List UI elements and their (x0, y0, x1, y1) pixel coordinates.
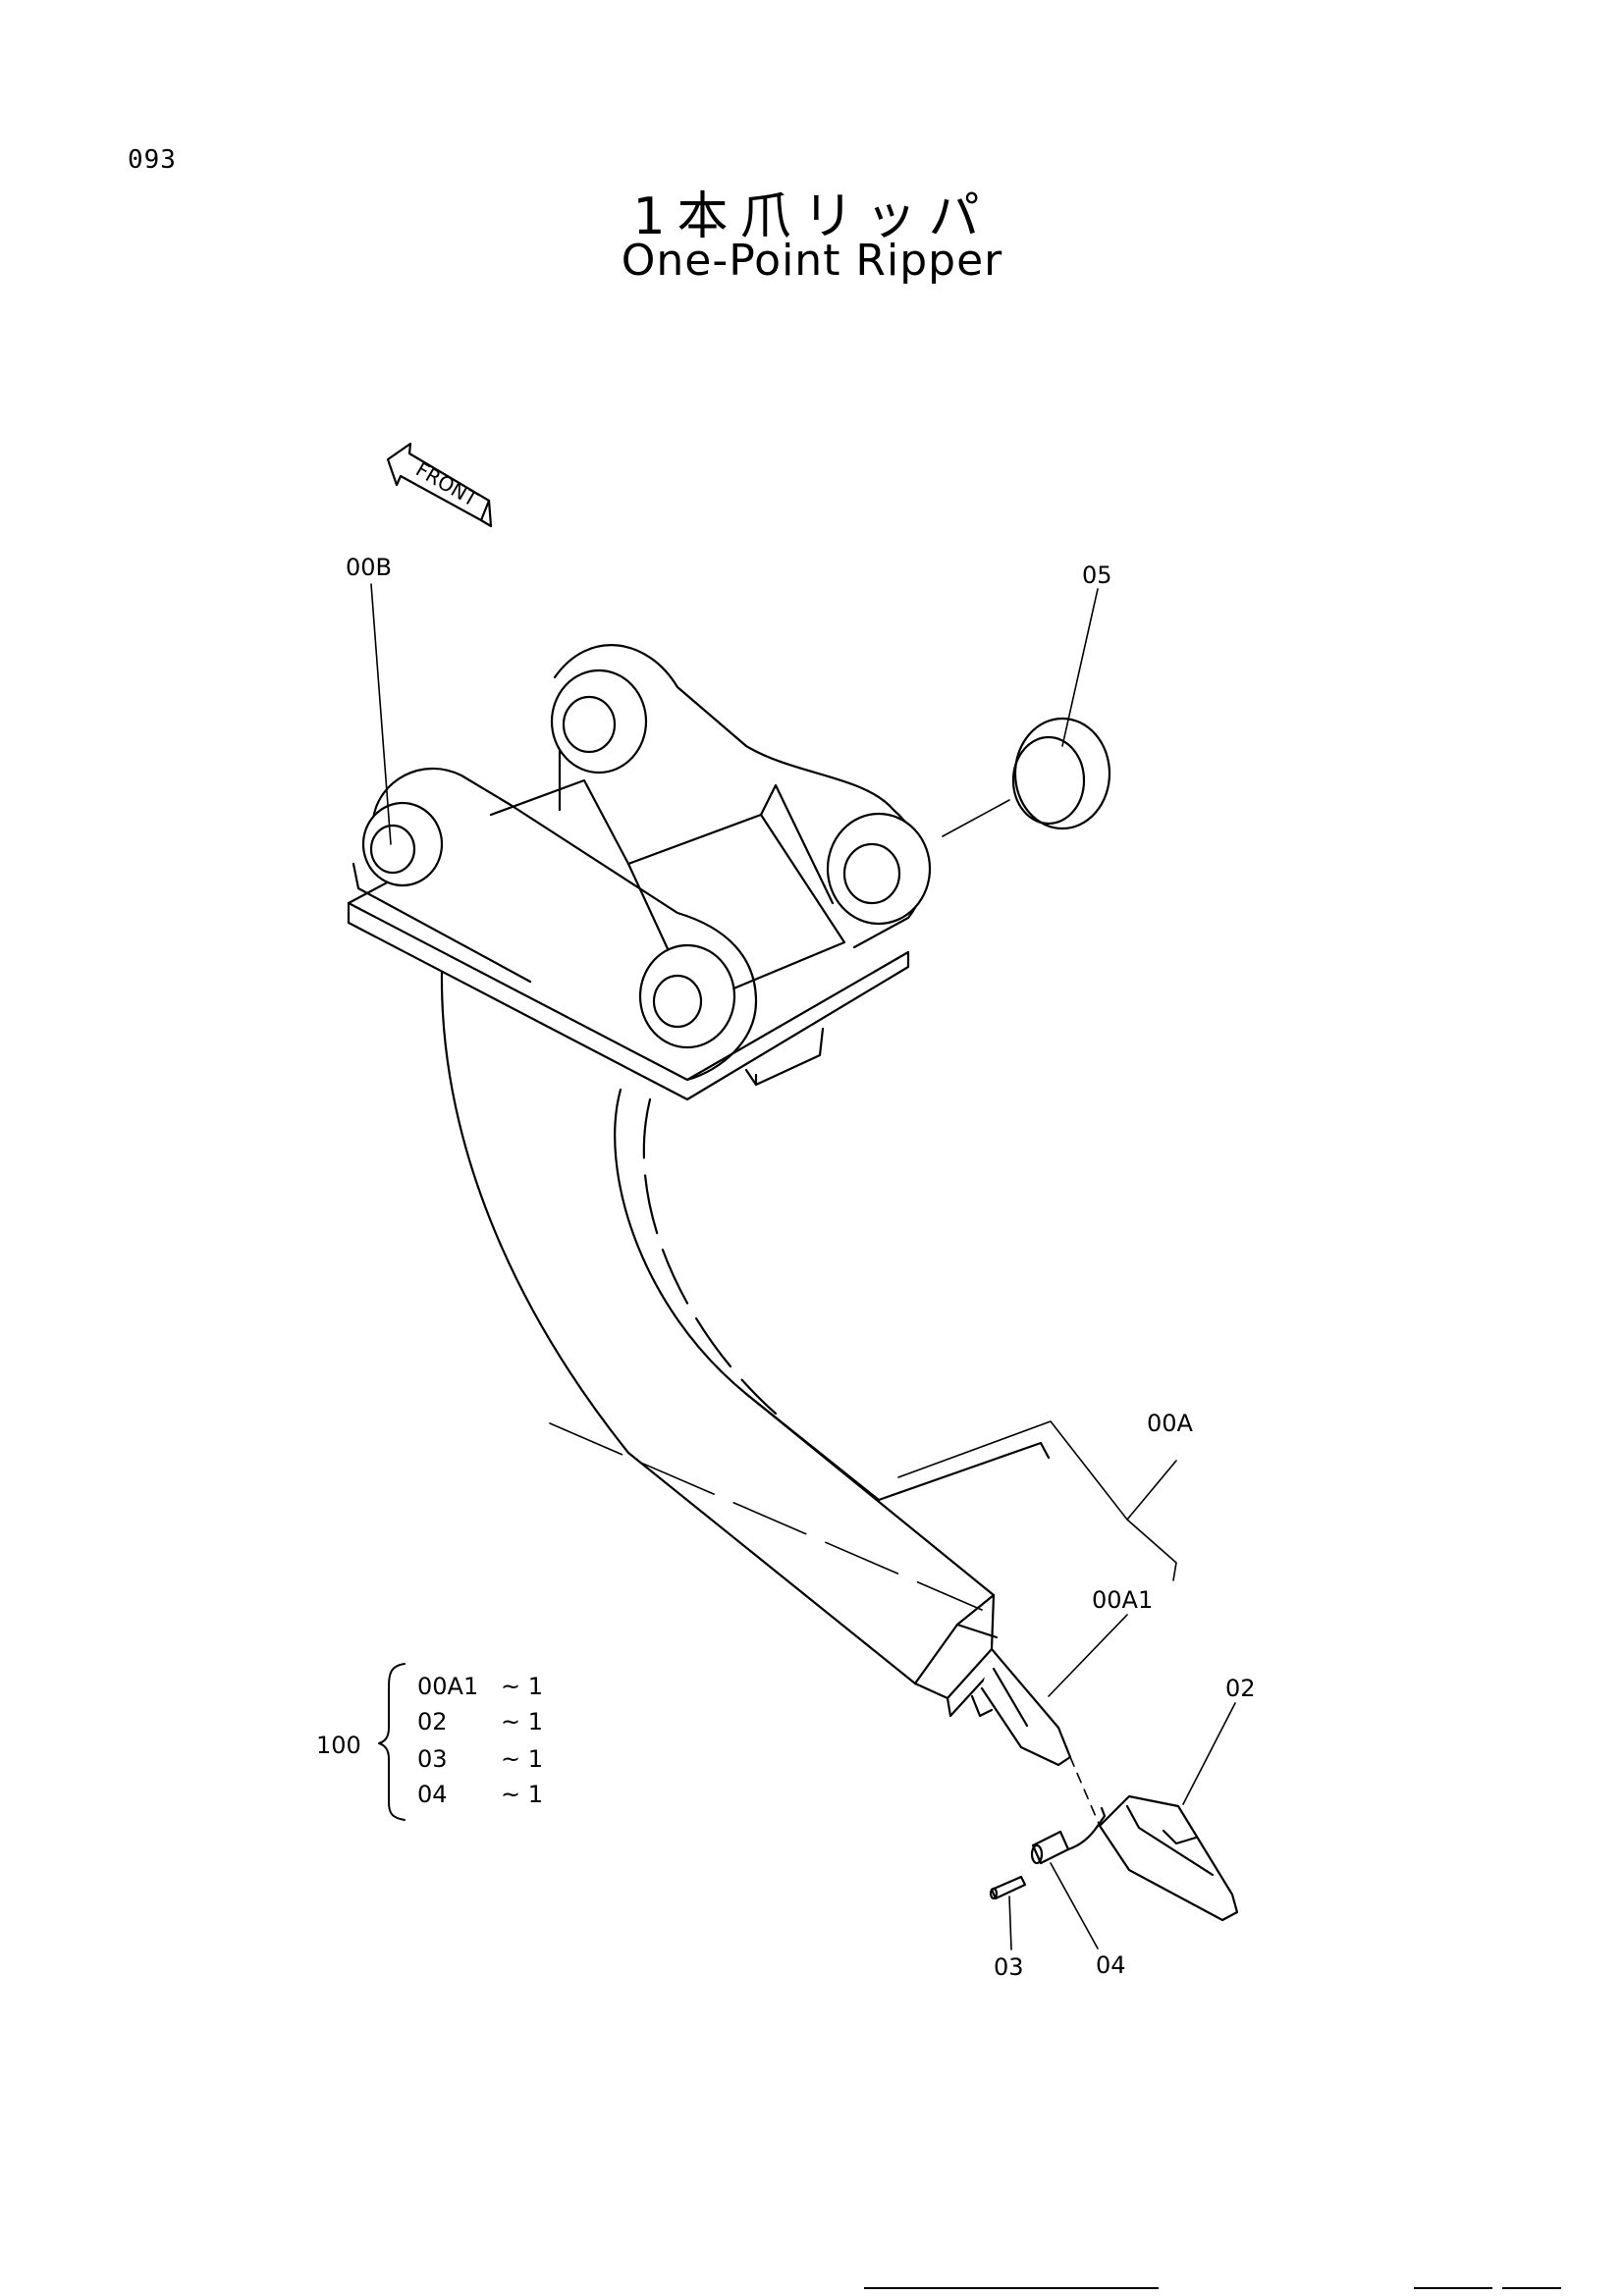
lock-pin-04 (1030, 1806, 1107, 1865)
assembly-row-qty: ~ 1 (501, 1745, 543, 1773)
assembly-row-part: 00A1 (417, 1673, 478, 1700)
front-arrow-icon: FRONT (386, 442, 493, 528)
assembly-number: 100 (316, 1732, 361, 1759)
footer-rule (1502, 2287, 1561, 2289)
assembly-group-100: 100 00A1 ~ 1 02 ~ 1 03 ~ 1 04 ~ 1 (316, 1663, 543, 1821)
assembly-row-part: 04 (417, 1781, 448, 1808)
pin-boss-front-right (638, 943, 736, 1049)
callout-02: 02 (1225, 1675, 1256, 1702)
assembly-row-qty: ~ 1 (501, 1781, 543, 1808)
assembly-row-qty: ~ 1 (501, 1708, 543, 1735)
pin-boss-front-left (361, 801, 444, 887)
footer-rule (1414, 2287, 1492, 2289)
pin-boss-rear-right (826, 812, 932, 926)
assembly-row-qty: ~ 1 (501, 1673, 543, 1700)
assembly-row-part: 03 (417, 1745, 448, 1773)
page-number: 093 (128, 145, 177, 175)
ripper-shank (440, 970, 1051, 1718)
title-japanese: 1本爪リッパ (632, 187, 992, 246)
callout-03: 03 (994, 1953, 1024, 1981)
callout-00a: 00A (1147, 1410, 1194, 1437)
callout-04: 04 (1096, 1951, 1126, 1979)
adapter-tooth-02 (1098, 1794, 1239, 1922)
callout-00a1: 00A1 (1092, 1586, 1153, 1614)
pin-boss-rear-top (550, 668, 648, 774)
callout-05: 05 (1082, 561, 1112, 589)
callout-labels: 00B 05 00A 00A1 02 03 04 (346, 554, 1256, 1981)
callout-00b: 00B (346, 554, 392, 581)
bushing-ring-05 (1011, 717, 1111, 830)
tooth-point-00a1 (970, 1647, 1072, 1767)
leader-lines (370, 583, 1236, 1950)
footer-rule (864, 2287, 1159, 2289)
title-english: One-Point Ripper (621, 236, 1003, 286)
pin-03 (989, 1875, 1027, 1900)
assembly-row-part: 02 (417, 1708, 448, 1735)
assembly-dash-lines (1069, 1756, 1101, 1827)
